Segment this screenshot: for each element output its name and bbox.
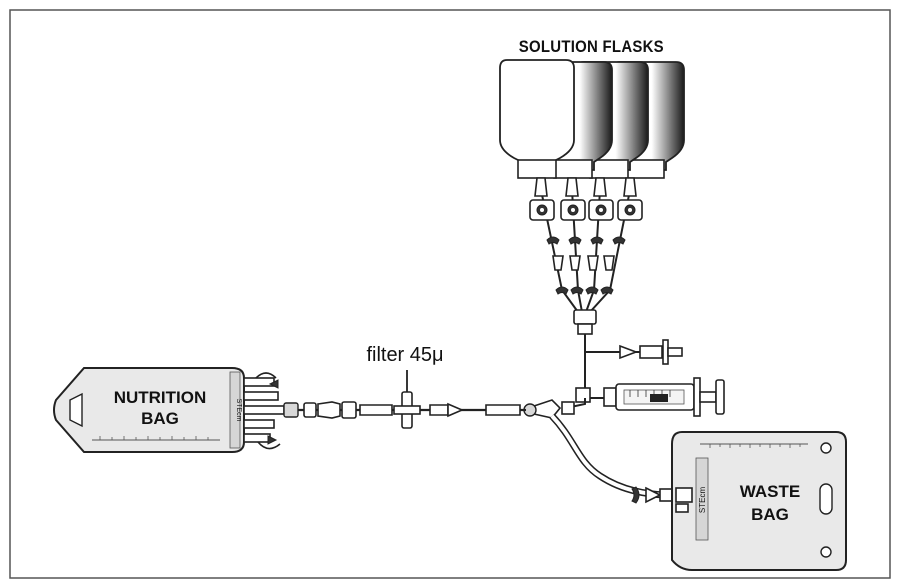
filter-label: filter 45μ — [366, 344, 443, 366]
waste-bag-label-line1: WASTE — [740, 482, 800, 501]
spike-valve-4 — [617, 199, 643, 221]
flask-1 — [499, 59, 575, 179]
waste-bag-label-line2: BAG — [751, 505, 789, 524]
nutrition-bag-label-line2: BAG — [141, 409, 179, 428]
flask-spike-lines — [529, 177, 643, 313]
figure-frame — [9, 9, 891, 579]
filter-45-micron — [393, 370, 421, 429]
spike-valve-1 — [529, 199, 555, 221]
solution-flasks — [499, 59, 685, 179]
waste-line — [549, 413, 677, 504]
side-branch-upper — [585, 339, 683, 365]
waste-bag — [671, 431, 847, 571]
nutrition-bag-label-line1: NUTRITION — [114, 388, 207, 407]
nutrition-bag-brand: STEcm — [235, 399, 242, 422]
spike-valve-2 — [560, 199, 586, 221]
manifold-connector — [573, 309, 597, 335]
spike-valve-3 — [588, 199, 614, 221]
waste-bag-brand: STEcm — [698, 487, 707, 514]
main-line — [286, 401, 526, 419]
solution-flasks-label: SOLUTION FLASKS — [519, 38, 664, 56]
nutrition-bag — [53, 367, 299, 453]
syringe — [575, 377, 725, 417]
